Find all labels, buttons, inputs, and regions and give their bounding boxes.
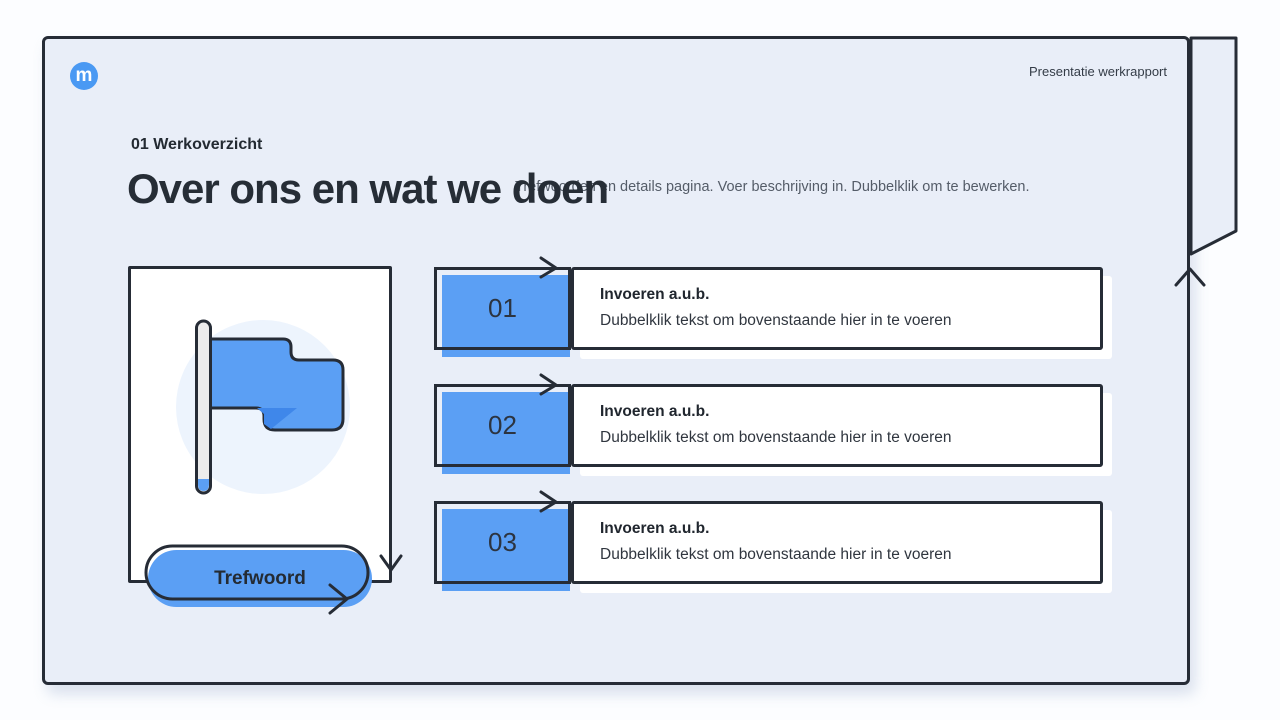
step-title-1[interactable]: Invoeren a.u.b.: [600, 286, 710, 303]
step-description-1[interactable]: Dubbelklik tekst om bovenstaande hier in…: [600, 312, 952, 329]
flag-icon: [176, 319, 350, 495]
slide-subtitle[interactable]: Trefwoorden en details pagina. Voer besc…: [515, 179, 1030, 195]
step-text-box-2[interactable]: Invoeren a.u.b. Dubbelklik tekst om bove…: [571, 384, 1103, 467]
step-title-2[interactable]: Invoeren a.u.b.: [600, 403, 710, 420]
m-logo: m: [70, 62, 98, 90]
step-text-box-1[interactable]: Invoeren a.u.b. Dubbelklik tekst om bove…: [571, 267, 1103, 350]
step-number-fill: [442, 509, 570, 591]
slide-title[interactable]: Over ons en wat we doen: [127, 165, 609, 212]
step-title-3[interactable]: Invoeren a.u.b.: [600, 520, 710, 537]
step-number-box-1[interactable]: 01: [434, 267, 571, 350]
keyword-pill-label: Trefwoord: [214, 567, 306, 589]
keyword-pill[interactable]: Trefwoord: [148, 550, 372, 607]
section-kicker[interactable]: 01 Werkoverzicht: [131, 136, 263, 153]
step-number-box-3[interactable]: 03: [434, 501, 571, 584]
step-number-fill: [442, 275, 570, 357]
step-text-box-3[interactable]: Invoeren a.u.b. Dubbelklik tekst om bove…: [571, 501, 1103, 584]
page-fold-ribbon: [1189, 36, 1238, 256]
step-number-box-2[interactable]: 02: [434, 384, 571, 467]
m-logo-letter: m: [75, 64, 93, 86]
step-description-3[interactable]: Dubbelklik tekst om bovenstaande hier in…: [600, 546, 952, 563]
document-title[interactable]: Presentatie werkrapport: [1028, 64, 1167, 79]
step-description-2[interactable]: Dubbelklik tekst om bovenstaande hier in…: [600, 429, 952, 446]
step-number-fill: [442, 392, 570, 474]
